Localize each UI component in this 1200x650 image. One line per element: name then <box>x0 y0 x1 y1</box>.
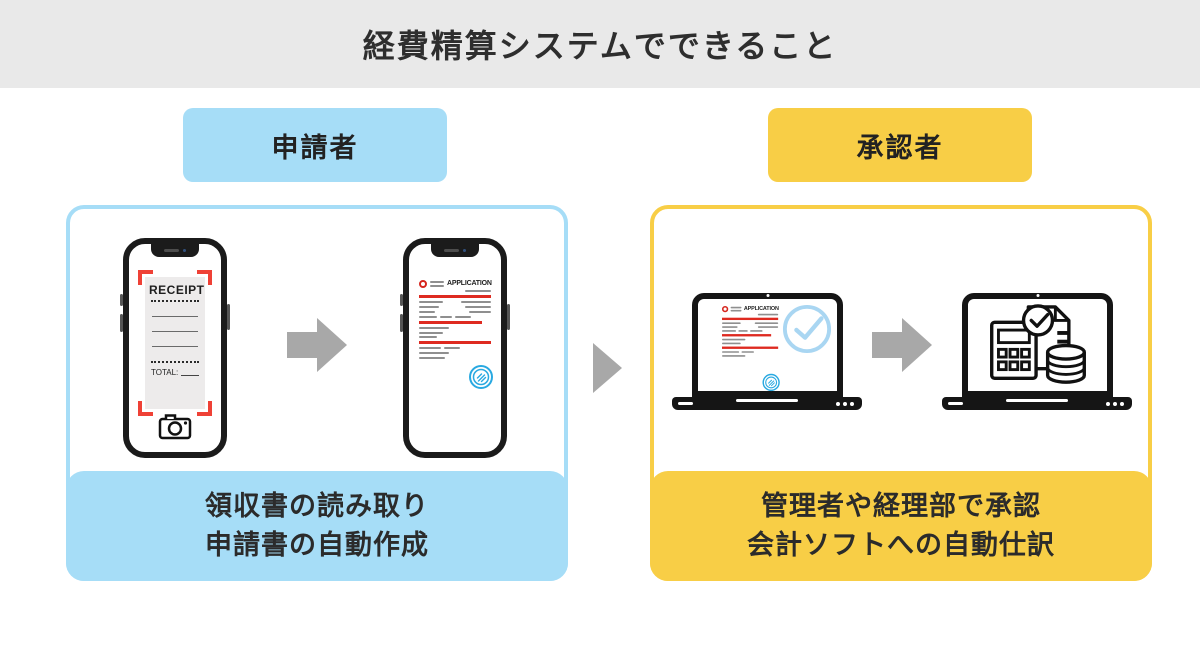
approver-panel: APPLICATION <box>650 205 1152 581</box>
scan-corner-icon <box>197 270 212 285</box>
webcam-dot <box>766 294 769 297</box>
scan-corner-icon <box>138 270 153 285</box>
caption-line: 会計ソフトへの自動仕訳 <box>747 530 1055 560</box>
scan-frame: RECEIPT TOTAL: <box>138 270 212 416</box>
scan-corner-icon <box>197 401 212 416</box>
caption-line: 管理者や経理部で承認 <box>761 491 1041 521</box>
approval-stamp-icon <box>762 373 780 392</box>
smartphone-receipt-scan: RECEIPT TOTAL: <box>120 238 230 458</box>
phone-notch <box>151 244 199 257</box>
application-document: APPLICATION <box>419 280 493 390</box>
camera-icon <box>158 414 192 440</box>
company-logo-icon <box>419 280 427 288</box>
page-title: 経費精算システムでできること <box>362 28 838 64</box>
caption-line: 領収書の読み取り <box>205 491 429 521</box>
check-circle-icon <box>1021 304 1055 337</box>
phone-camera-dot <box>183 249 186 252</box>
company-logo-icon <box>722 306 729 313</box>
approver-caption: 管理者や経理部で承認 会計ソフトへの自動仕訳 <box>650 471 1152 581</box>
webcam-dot <box>1036 294 1039 297</box>
receipt-total-label: TOTAL: <box>151 368 179 377</box>
applicant-caption: 領収書の読み取り 申請書の自動作成 <box>66 471 568 581</box>
scan-corner-icon <box>138 401 153 416</box>
caption-line: 申請書の自動作成 <box>205 530 429 560</box>
role-label-applicant: 申請者 <box>183 108 447 182</box>
application-title: APPLICATION <box>743 306 779 312</box>
laptop-screen: APPLICATION <box>692 293 843 397</box>
approval-stamp-icon <box>469 365 493 389</box>
check-circle-icon <box>782 304 832 354</box>
coins-icon <box>1045 343 1086 384</box>
arrow-right-icon <box>287 318 347 372</box>
arrow-right-icon <box>872 318 932 372</box>
phone-speaker <box>164 249 179 252</box>
role-label-approver: 承認者 <box>768 108 1032 182</box>
laptop-screen <box>962 293 1113 397</box>
title-bar: 経費精算システムでできること <box>0 0 1200 88</box>
laptop-base <box>672 397 862 410</box>
application-document: APPLICATION <box>722 306 780 392</box>
receipt-title: RECEIPT <box>149 283 205 297</box>
smartphone-application-form: APPLICATION <box>400 238 510 458</box>
phone-notch <box>431 244 479 257</box>
chevron-right-icon <box>593 343 622 393</box>
accounting-software-icon <box>990 304 1086 384</box>
receipt-document: RECEIPT TOTAL: <box>145 277 205 409</box>
receipt-total-row: TOTAL: <box>151 368 199 377</box>
phone-camera-dot <box>463 249 466 252</box>
application-title: APPLICATION <box>447 280 492 287</box>
applicant-panel: RECEIPT TOTAL: <box>66 205 568 581</box>
laptop-base <box>942 397 1132 410</box>
calculator-icon <box>990 320 1038 380</box>
phone-speaker <box>444 249 459 252</box>
